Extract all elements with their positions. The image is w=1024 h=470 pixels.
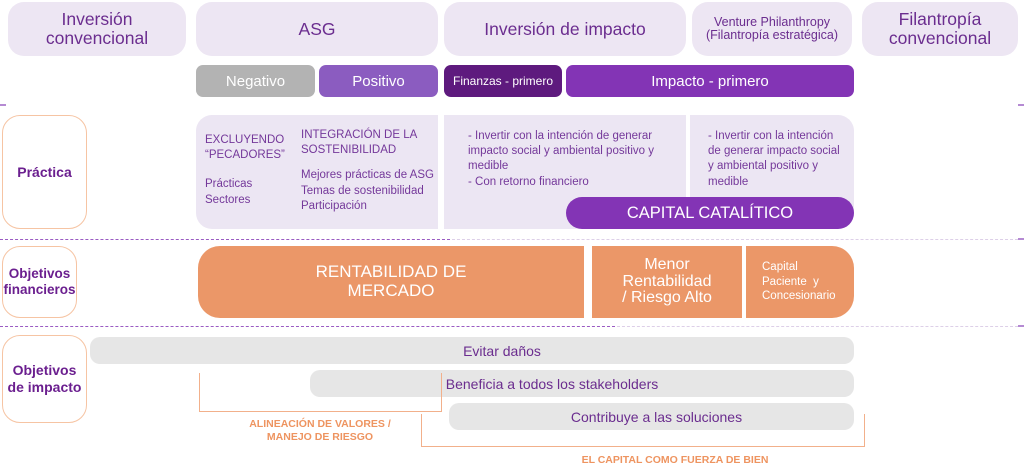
note-alineacion: ALINEACIÓN DE VALORES / MANEJO DE RIESGO bbox=[230, 418, 410, 443]
row-separator bbox=[0, 239, 450, 240]
row-label-practica: Práctica bbox=[2, 115, 87, 229]
pill-impacto-primero: Impacto - primero bbox=[566, 65, 854, 97]
practica-integracion: INTEGRACIÓN DE LA SOSTENIBILIDAD Mejores… bbox=[301, 128, 441, 214]
excluyendo-item: Prácticas bbox=[205, 178, 253, 191]
separator-tick bbox=[0, 104, 6, 106]
capital-paciente-line: Concesionario bbox=[762, 290, 836, 303]
row-separator bbox=[617, 326, 1018, 327]
capital-catalitico-label: CAPITAL CATALÍTICO bbox=[626, 203, 794, 222]
note-line: MANEJO DE RIESGO bbox=[266, 430, 374, 443]
bar-contribuye-soluciones: Contribuye a las soluciones bbox=[449, 403, 854, 430]
venture-text-line: - Invertir con la intención bbox=[708, 130, 834, 142]
separator-tick bbox=[1018, 325, 1024, 327]
note-capital-bien: EL CAPITAL COMO FUERZA DE BIEN bbox=[540, 454, 810, 467]
separator-tick bbox=[1018, 104, 1024, 106]
separator-tick bbox=[1018, 238, 1024, 240]
header-asg: ASG bbox=[196, 2, 438, 56]
bar-evitar-danos: Evitar daños bbox=[90, 337, 854, 364]
header-line: Filantropía bbox=[898, 9, 982, 30]
bar-beneficia-stakeholders: Beneficia a todos los stakeholders bbox=[310, 370, 854, 397]
bar-label: Evitar daños bbox=[463, 342, 541, 359]
excluyendo-title: EXCLUYENDO bbox=[205, 134, 285, 146]
row-label-objetivos-financieros: Objetivos financieros bbox=[2, 246, 77, 318]
note-line: ALINEACIÓN DE VALORES / bbox=[249, 418, 391, 430]
header-line: Inversión bbox=[61, 9, 133, 30]
header-filantropia-convencional: Filantropía convencional bbox=[862, 2, 1018, 56]
rentabilidad-line: RENTABILIDAD DE bbox=[315, 262, 467, 282]
row-label-text: Objetivos bbox=[8, 265, 71, 281]
practica-excluyendo: EXCLUYENDO “PECADORES” Prácticas Sectore… bbox=[205, 133, 300, 208]
capital-paciente-box: Capital Paciente y Concesionario bbox=[746, 246, 854, 318]
bracket-alineacion bbox=[199, 373, 442, 412]
capital-paciente-line: Paciente y bbox=[762, 275, 819, 288]
venture-text-line: de generar impacto social bbox=[708, 145, 840, 158]
menor-line: Menor bbox=[644, 255, 690, 273]
integracion-title: SOSTENIBILIDAD bbox=[301, 144, 397, 157]
pill-label: Impacto - primero bbox=[651, 72, 769, 90]
menor-line: Rentabilidad bbox=[622, 272, 712, 290]
header-line: Venture Philanthropy bbox=[713, 14, 831, 29]
pill-label: Finanzas - primero bbox=[452, 74, 554, 88]
menor-line: / Riesgo Alto bbox=[622, 289, 712, 307]
excluyendo-item: Sectores bbox=[205, 193, 251, 206]
pill-negativo: Negativo bbox=[196, 65, 315, 97]
bar-label: Contribuye a las soluciones bbox=[570, 408, 743, 425]
row-label-text: Práctica bbox=[17, 163, 72, 180]
header-line: convencional bbox=[45, 28, 149, 48]
header-venture-philanthropy: Venture Philanthropy (Filantropía estrat… bbox=[692, 2, 852, 56]
capital-catalitico-bar: CAPITAL CATALÍTICO bbox=[566, 197, 854, 229]
bar-label: Beneficia a todos los stakeholders bbox=[445, 375, 659, 392]
practica-asg-panel bbox=[196, 115, 438, 229]
pill-positivo: Positivo bbox=[319, 65, 438, 97]
capital-paciente-line: Capital bbox=[762, 261, 798, 274]
row-label-text: Objetivos bbox=[12, 362, 77, 379]
row-label-text: financieros bbox=[3, 282, 76, 297]
integracion-item: Temas de sostenibilidad bbox=[301, 184, 424, 197]
note-line: EL CAPITAL COMO FUERZA DE BIEN bbox=[581, 454, 769, 466]
row-separator bbox=[0, 326, 615, 327]
impacto-text-line: medible bbox=[468, 160, 509, 173]
impacto-text-line: - Invertir con la intención de generar bbox=[468, 130, 653, 142]
header-label: ASG bbox=[298, 18, 336, 39]
menor-rentabilidad-box: Menor Rentabilidad / Riesgo Alto bbox=[592, 246, 742, 318]
integracion-item: Mejores prácticas de ASG bbox=[301, 169, 434, 182]
pill-finanzas-primero: Finanzas - primero bbox=[444, 65, 562, 97]
header-label: Inversión de impacto bbox=[484, 18, 646, 39]
impacto-text-line: - Con retorno financiero bbox=[468, 175, 589, 188]
impacto-text-line: impacto social y ambiental positivo y bbox=[468, 145, 654, 158]
header-inversion-convencional: Inversión convencional bbox=[8, 2, 186, 56]
pill-label: Negativo bbox=[225, 72, 286, 90]
integracion-item: Participación bbox=[301, 199, 367, 212]
header-line: (Filantropía estratégica) bbox=[705, 28, 838, 42]
row-label-text: de impacto bbox=[7, 379, 82, 395]
bracket-capital-bien bbox=[421, 414, 865, 447]
row-separator bbox=[452, 239, 1018, 240]
rentabilidad-line: MERCADO bbox=[347, 281, 435, 300]
integracion-title: INTEGRACIÓN DE LA bbox=[301, 129, 418, 141]
rentabilidad-mercado-box: RENTABILIDAD DE MERCADO bbox=[198, 246, 584, 318]
header-inversion-impacto: Inversión de impacto bbox=[444, 2, 686, 56]
venture-text-line: y ambiental positivo y bbox=[708, 160, 818, 173]
excluyendo-title: “PECADORES” bbox=[205, 149, 285, 162]
pill-label: Positivo bbox=[352, 72, 405, 90]
venture-text-line: medible bbox=[708, 175, 749, 188]
header-line: convencional bbox=[888, 28, 992, 48]
row-label-objetivos-impacto: Objetivos de impacto bbox=[2, 335, 87, 423]
